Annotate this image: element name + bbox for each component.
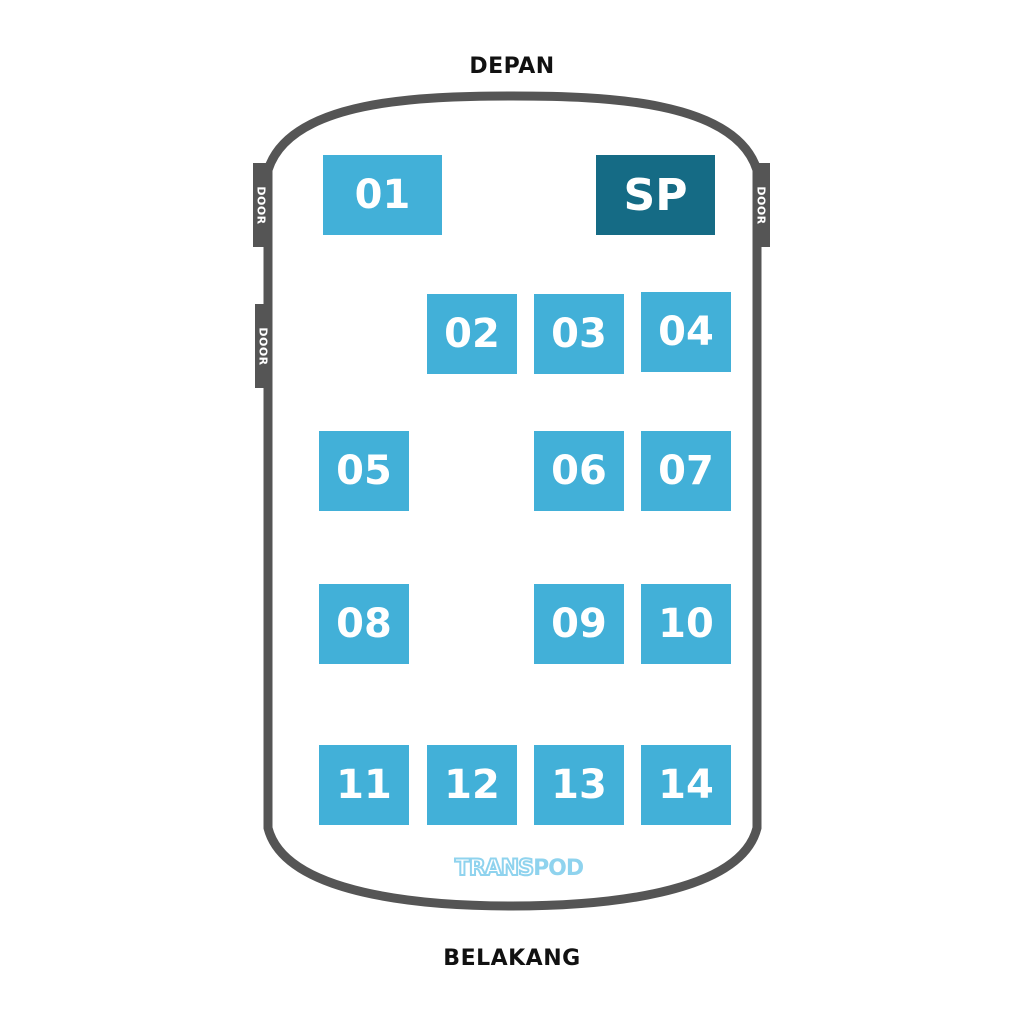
seat-09[interactable]: 09 bbox=[534, 584, 624, 664]
seat-10[interactable]: 10 bbox=[641, 584, 731, 664]
front-label: DEPAN bbox=[469, 54, 555, 79]
transpod-logo: TRANSPOD bbox=[454, 855, 584, 882]
seat-04[interactable]: 04 bbox=[641, 292, 731, 372]
seat-03[interactable]: 03 bbox=[534, 294, 624, 374]
seat-12[interactable]: 12 bbox=[427, 745, 517, 825]
seat-02[interactable]: 02 bbox=[427, 294, 517, 374]
door-middle-left: DOOR bbox=[255, 304, 272, 388]
seat-sp[interactable]: SP bbox=[596, 155, 715, 235]
seat-06[interactable]: 06 bbox=[534, 431, 624, 511]
seat-11[interactable]: 11 bbox=[319, 745, 409, 825]
rear-label: BELAKANG bbox=[443, 946, 581, 971]
seat-07[interactable]: 07 bbox=[641, 431, 731, 511]
door-front-right: DOOR bbox=[753, 163, 770, 247]
door-front-left: DOOR bbox=[253, 163, 270, 247]
seat-08[interactable]: 08 bbox=[319, 584, 409, 664]
seat-14[interactable]: 14 bbox=[641, 745, 731, 825]
seat-13[interactable]: 13 bbox=[534, 745, 624, 825]
seat-05[interactable]: 05 bbox=[319, 431, 409, 511]
seat-01[interactable]: 01 bbox=[323, 155, 442, 235]
